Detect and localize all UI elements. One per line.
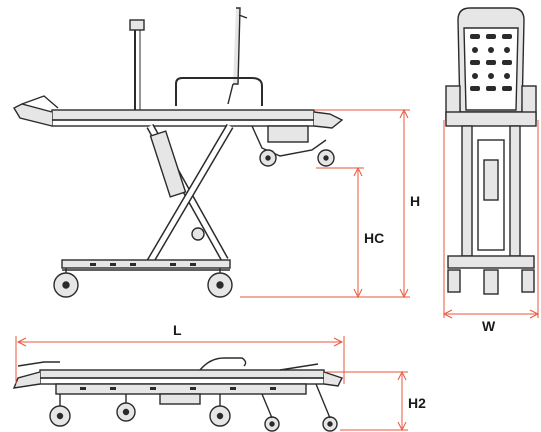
front-view: [445, 7, 537, 295]
dimension-lines-front: [442, 120, 540, 319]
dimension-label-h: H: [410, 193, 421, 209]
dimension-label-hc: HC: [364, 230, 385, 246]
dimension-label-w: W: [482, 318, 496, 334]
side-view-raised: [13, 7, 344, 298]
dimension-lines-side: [240, 108, 410, 299]
dimension-lines-lowered: [15, 336, 408, 432]
side-view-lowered: [12, 357, 343, 432]
dimension-label-l: L: [173, 322, 182, 338]
dimension-label-h2: H2: [408, 395, 426, 411]
